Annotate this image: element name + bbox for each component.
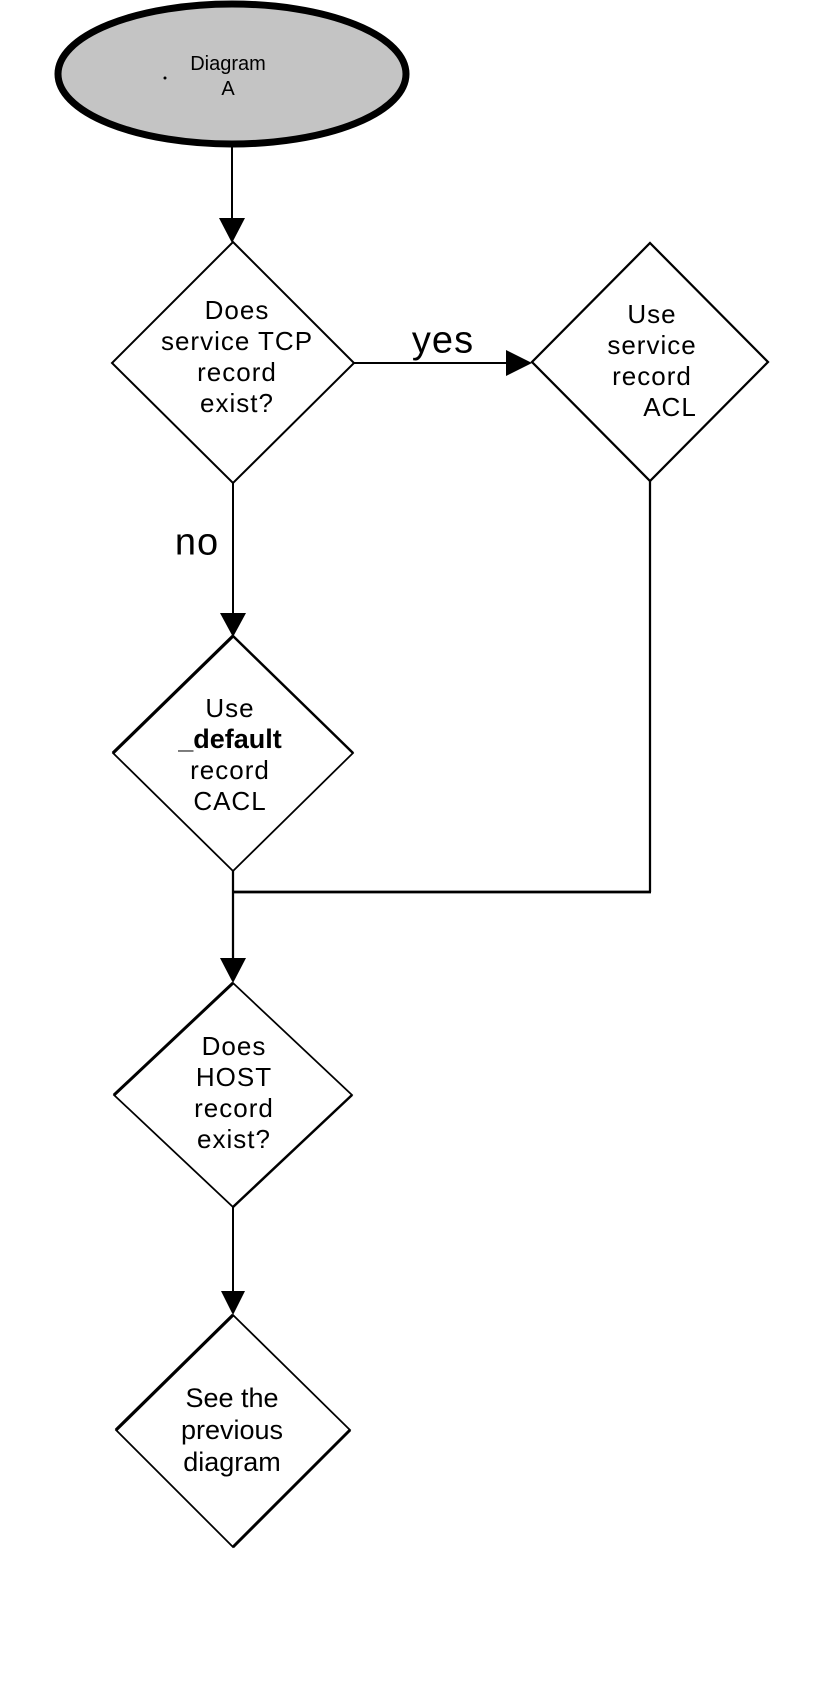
host-record-nw-edge — [112, 981, 235, 1097]
service-tcp-decision-shape — [110, 240, 356, 485]
service-acl-line-4: ACL — [643, 392, 697, 422]
host-record-label: Does HOST record exist? — [194, 1031, 274, 1155]
service-tcp-line-3: record — [197, 357, 277, 387]
default-cacl-nw-edge — [111, 634, 235, 755]
service-acl-shape — [530, 241, 770, 483]
arrowhead-into-service-acl — [506, 350, 532, 376]
service-tcp-label: Does service TCP record exist? — [161, 295, 313, 419]
default-cacl-line-1: Use — [205, 693, 255, 723]
service-acl-line-3: record — [612, 361, 692, 391]
see-previous-se-edge — [231, 1428, 352, 1549]
host-record-line-4: exist? — [197, 1124, 271, 1154]
default-cacl-ne-edge — [232, 635, 354, 754]
service-acl-line-1: Use — [627, 299, 677, 329]
default-cacl-line-3: record — [190, 755, 270, 785]
stray-dot — [163, 76, 167, 80]
see-previous-nw-edge — [114, 1313, 235, 1432]
service-acl-label: Use service record ACL — [607, 299, 697, 423]
see-previous-line-3: diagram — [183, 1447, 281, 1477]
no-edge-label: no — [174, 521, 220, 564]
host-record-line-2: HOST — [195, 1062, 273, 1092]
arrowhead-into-service-tcp — [219, 218, 245, 243]
arrowhead-into-host-record — [220, 958, 246, 983]
start-ellipse — [54, 0, 410, 148]
host-record-se-edge — [232, 1094, 353, 1208]
see-previous-line-2: previous — [180, 1415, 284, 1445]
host-record-line-3: record — [194, 1093, 274, 1123]
start-line-2: A — [221, 78, 235, 100]
yes-edge-label: yes — [411, 319, 475, 362]
default-cacl-label: Use _default record CACL — [178, 693, 282, 817]
see-previous-label: See the previous diagram — [181, 1382, 283, 1478]
service-tcp-line-2: service TCP — [160, 326, 314, 356]
arrowhead-into-default-cacl — [220, 613, 246, 637]
arrowhead-into-see-previous — [221, 1291, 245, 1315]
start-node-label: Diagram A — [190, 52, 266, 102]
service-tcp-line-4: exist? — [200, 388, 274, 418]
host-record-line-1: Does — [201, 1031, 267, 1061]
default-cacl-line-2: _default — [178, 724, 282, 754]
start-line-1: Diagram — [190, 53, 266, 75]
default-cacl-line-4: CACL — [193, 786, 267, 816]
service-tcp-line-1: Does — [204, 295, 270, 325]
service-acl-line-2: service — [607, 330, 697, 360]
see-previous-line-1: See the — [185, 1383, 279, 1413]
